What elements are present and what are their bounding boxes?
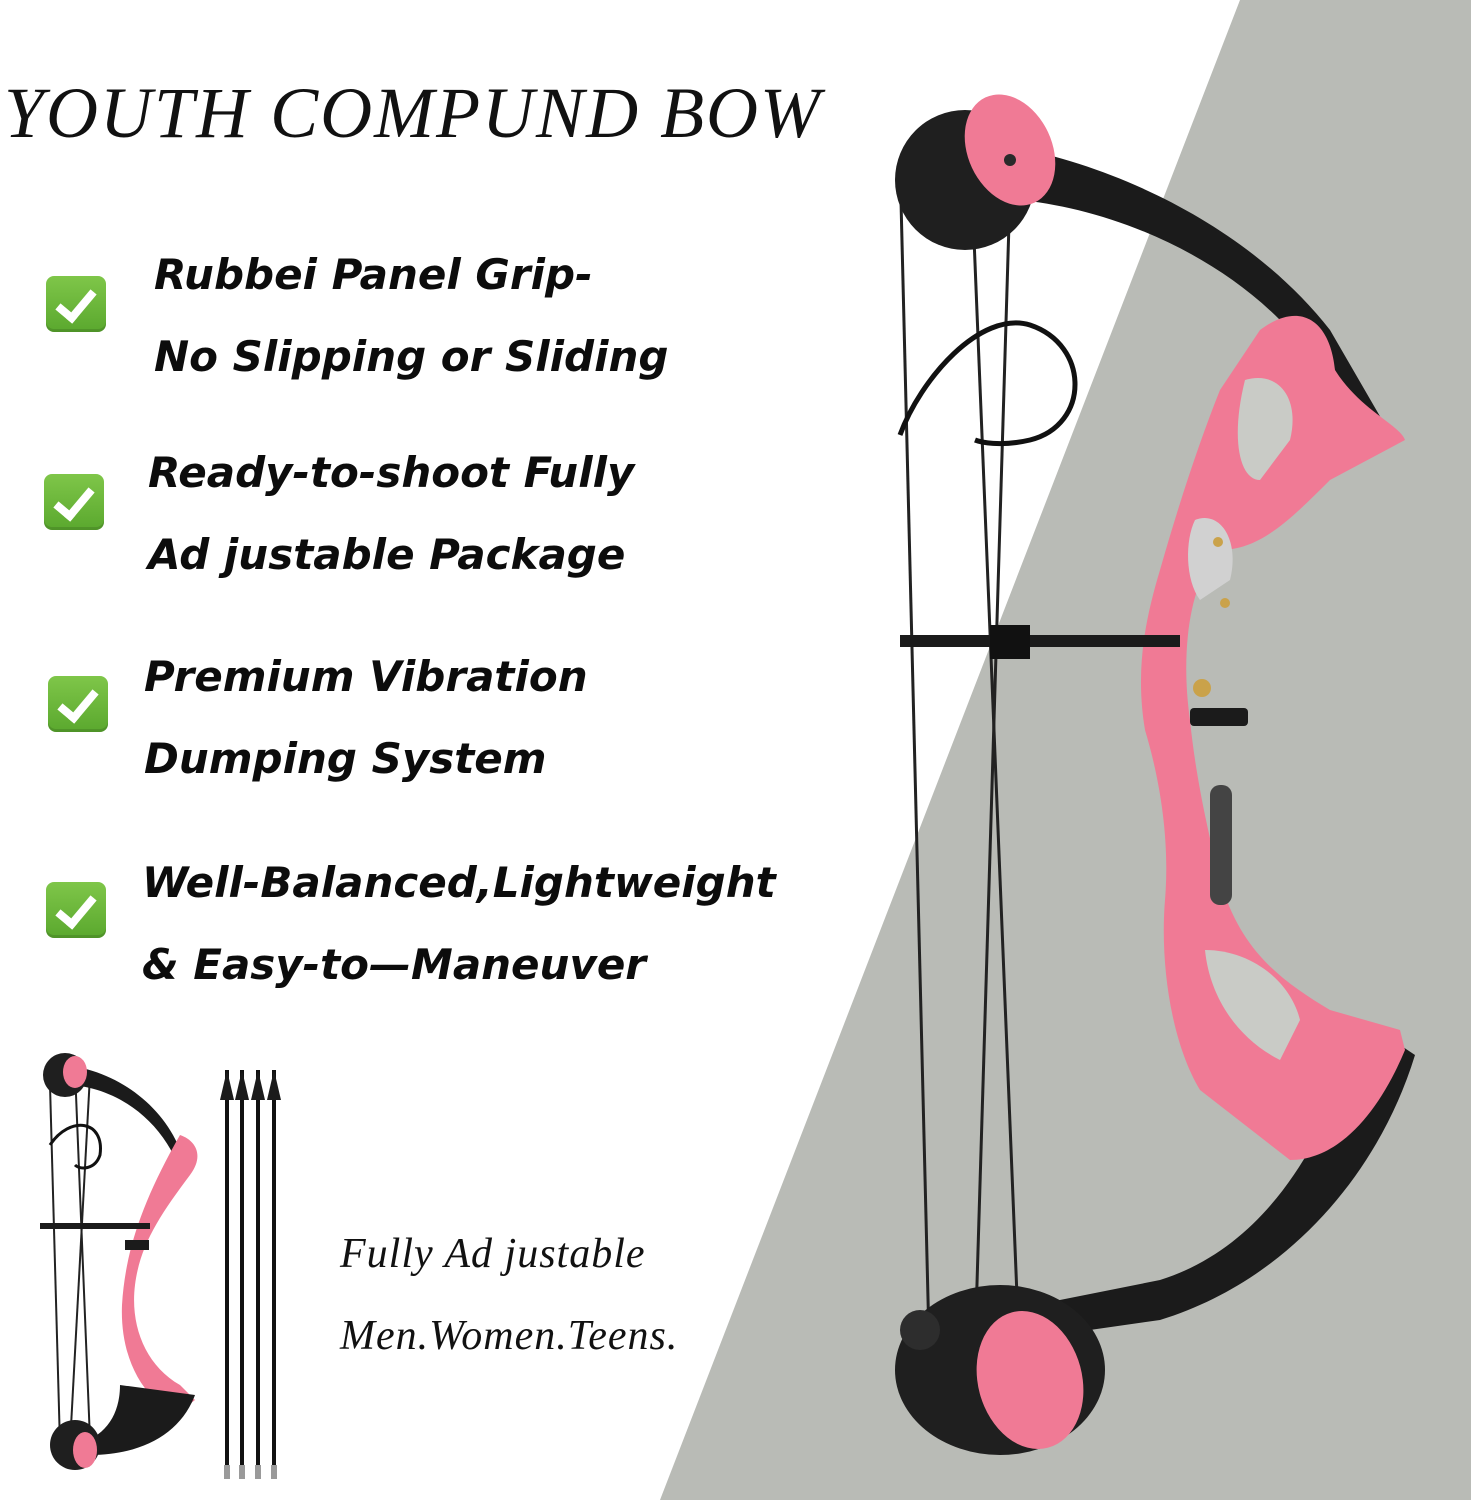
checkmark-icon	[48, 676, 108, 732]
feature-line: Ready-to-shoot Fully	[148, 448, 635, 497]
feature-line: No Slipping or Sliding	[154, 332, 669, 381]
checkmark-icon	[46, 882, 106, 938]
tagline-line: Men.Women.Teens.	[340, 1313, 679, 1359]
feature-item: Well-Balanced,Lightweight & Easy-to—Mane…	[46, 858, 806, 1040]
tagline-line: Fully Ad justable	[340, 1231, 646, 1277]
feature-line: Ad justable Package	[148, 530, 626, 579]
checkmark-icon	[46, 276, 106, 332]
page-title: YOUTH COMPUND BOW	[4, 73, 823, 153]
package-contents-illustration	[40, 1053, 281, 1479]
compound-bow-illustration	[895, 94, 1415, 1455]
feature-item: Rubbei Panel Grip- No Slipping or Slidin…	[46, 250, 806, 428]
feature-line: Dumping System	[144, 734, 547, 783]
checkmark-icon	[44, 474, 104, 530]
feature-item: Ready-to-shoot Fully Ad justable Package	[44, 448, 806, 628]
feature-line: Rubbei Panel Grip-	[154, 250, 593, 299]
feature-item: Premium Vibration Dumping System	[46, 652, 806, 834]
feature-line: & Easy-to—Maneuver	[142, 940, 647, 989]
feature-line: Premium Vibration	[144, 652, 588, 701]
feature-line: Well-Balanced,Lightweight	[142, 858, 776, 907]
